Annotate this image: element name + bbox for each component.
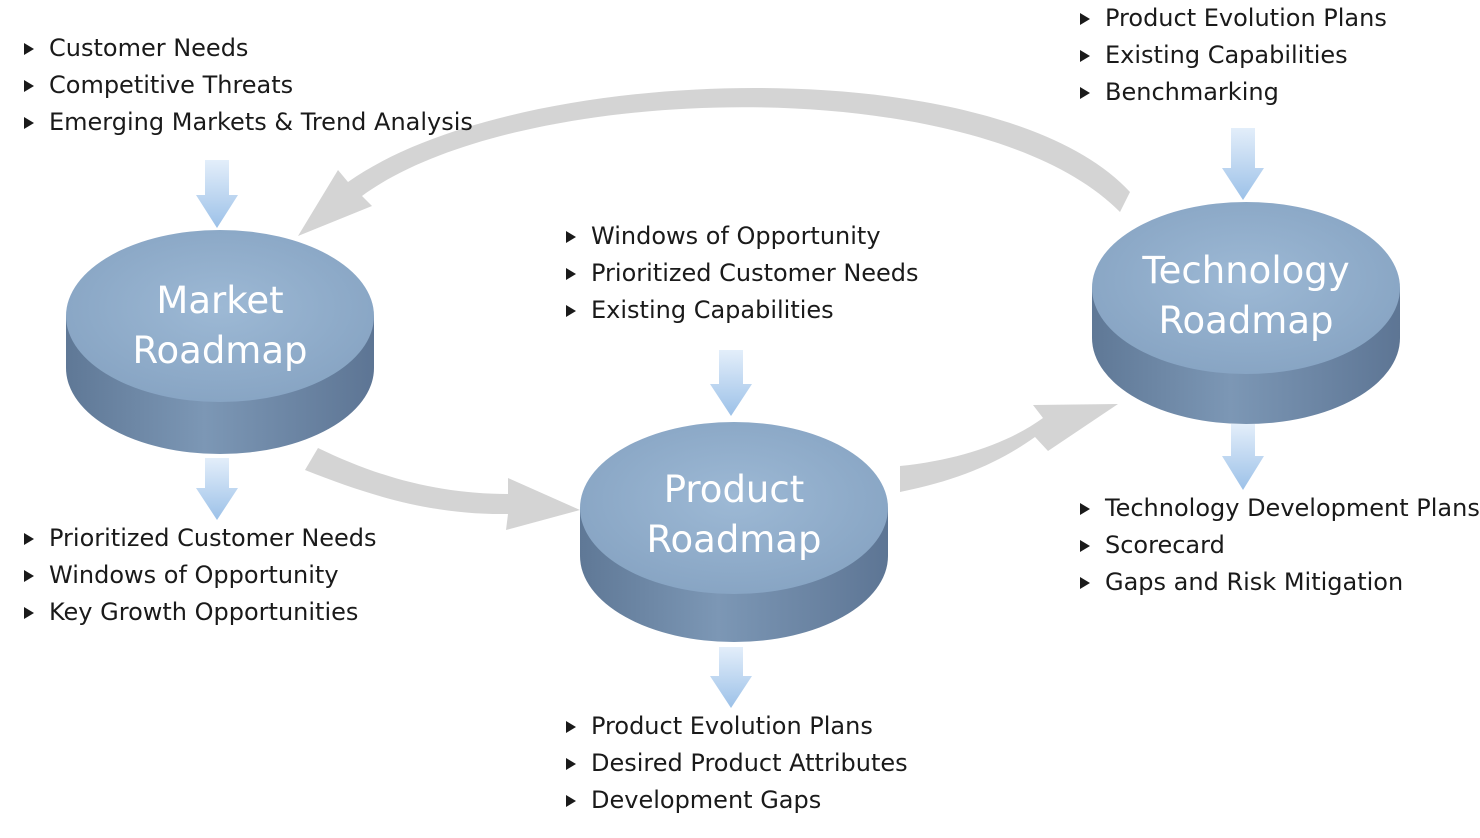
- list-item: Competitive Threats: [24, 67, 473, 104]
- technology-outputs-list: Technology Development Plans Scorecard G…: [1080, 490, 1480, 601]
- product-roadmap-disk: Product Roadmap: [580, 422, 888, 642]
- flow-arrow-market-to-product: [305, 448, 580, 530]
- bullet-triangle-icon: [566, 720, 576, 733]
- bullet-triangle-icon: [24, 569, 34, 582]
- market-inputs-list: Customer Needs Competitive Threats Emerg…: [24, 30, 473, 141]
- list-item: Windows of Opportunity: [24, 557, 377, 594]
- list-item: Prioritized Customer Needs: [24, 520, 377, 557]
- list-item: Prioritized Customer Needs: [566, 255, 919, 292]
- product-disk-label-line1: Product: [664, 468, 804, 511]
- technology-output-arrow: [1222, 424, 1264, 490]
- market-outputs-list: Prioritized Customer Needs Windows of Op…: [24, 520, 377, 631]
- list-item: Windows of Opportunity: [566, 218, 919, 255]
- product-outputs-list: Product Evolution Plans Desired Product …: [566, 708, 908, 819]
- list-item: Product Evolution Plans: [1080, 0, 1387, 37]
- list-item: Key Growth Opportunities: [24, 594, 377, 631]
- technology-input-arrow: [1222, 128, 1264, 200]
- bullet-triangle-icon: [1080, 49, 1090, 62]
- list-item: Development Gaps: [566, 782, 908, 819]
- list-item: Customer Needs: [24, 30, 473, 67]
- list-item: Desired Product Attributes: [566, 745, 908, 782]
- list-item: Scorecard: [1080, 527, 1480, 564]
- bullet-triangle-icon: [566, 267, 576, 280]
- bullet-triangle-icon: [24, 532, 34, 545]
- list-item: Existing Capabilities: [566, 292, 919, 329]
- flow-arrow-product-to-technology: [900, 404, 1118, 492]
- bullet-triangle-icon: [1080, 576, 1090, 589]
- bullet-triangle-icon: [24, 79, 34, 92]
- bullet-triangle-icon: [566, 794, 576, 807]
- bullet-triangle-icon: [1080, 539, 1090, 552]
- bullet-triangle-icon: [24, 116, 34, 129]
- market-disk-label-line2: Roadmap: [132, 329, 307, 372]
- bullet-triangle-icon: [1080, 12, 1090, 25]
- product-input-arrow: [710, 350, 752, 416]
- list-item: Existing Capabilities: [1080, 37, 1387, 74]
- technology-inputs-list: Product Evolution Plans Existing Capabil…: [1080, 0, 1387, 111]
- list-item: Emerging Markets & Trend Analysis: [24, 104, 473, 141]
- bullet-triangle-icon: [566, 230, 576, 243]
- product-output-arrow: [710, 647, 752, 708]
- bullet-triangle-icon: [566, 757, 576, 770]
- list-item: Technology Development Plans: [1080, 490, 1480, 527]
- market-roadmap-disk: Market Roadmap: [66, 230, 374, 454]
- market-input-arrow: [196, 160, 238, 228]
- technology-disk-label-line2: Roadmap: [1158, 299, 1333, 342]
- product-disk-label-line2: Roadmap: [646, 518, 821, 561]
- technology-disk-label-line1: Technology: [1141, 249, 1349, 292]
- bullet-triangle-icon: [1080, 502, 1090, 515]
- list-item: Gaps and Risk Mitigation: [1080, 564, 1480, 601]
- bullet-triangle-icon: [24, 42, 34, 55]
- feedback-arrow-technology-to-market: [298, 88, 1130, 236]
- bullet-triangle-icon: [566, 304, 576, 317]
- list-item: Product Evolution Plans: [566, 708, 908, 745]
- market-output-arrow: [196, 458, 238, 520]
- list-item: Benchmarking: [1080, 74, 1387, 111]
- bullet-triangle-icon: [24, 606, 34, 619]
- bullet-triangle-icon: [1080, 86, 1090, 99]
- market-disk-label-line1: Market: [156, 279, 283, 322]
- technology-roadmap-disk: Technology Roadmap: [1092, 202, 1400, 424]
- product-inputs-list: Windows of Opportunity Prioritized Custo…: [566, 218, 919, 329]
